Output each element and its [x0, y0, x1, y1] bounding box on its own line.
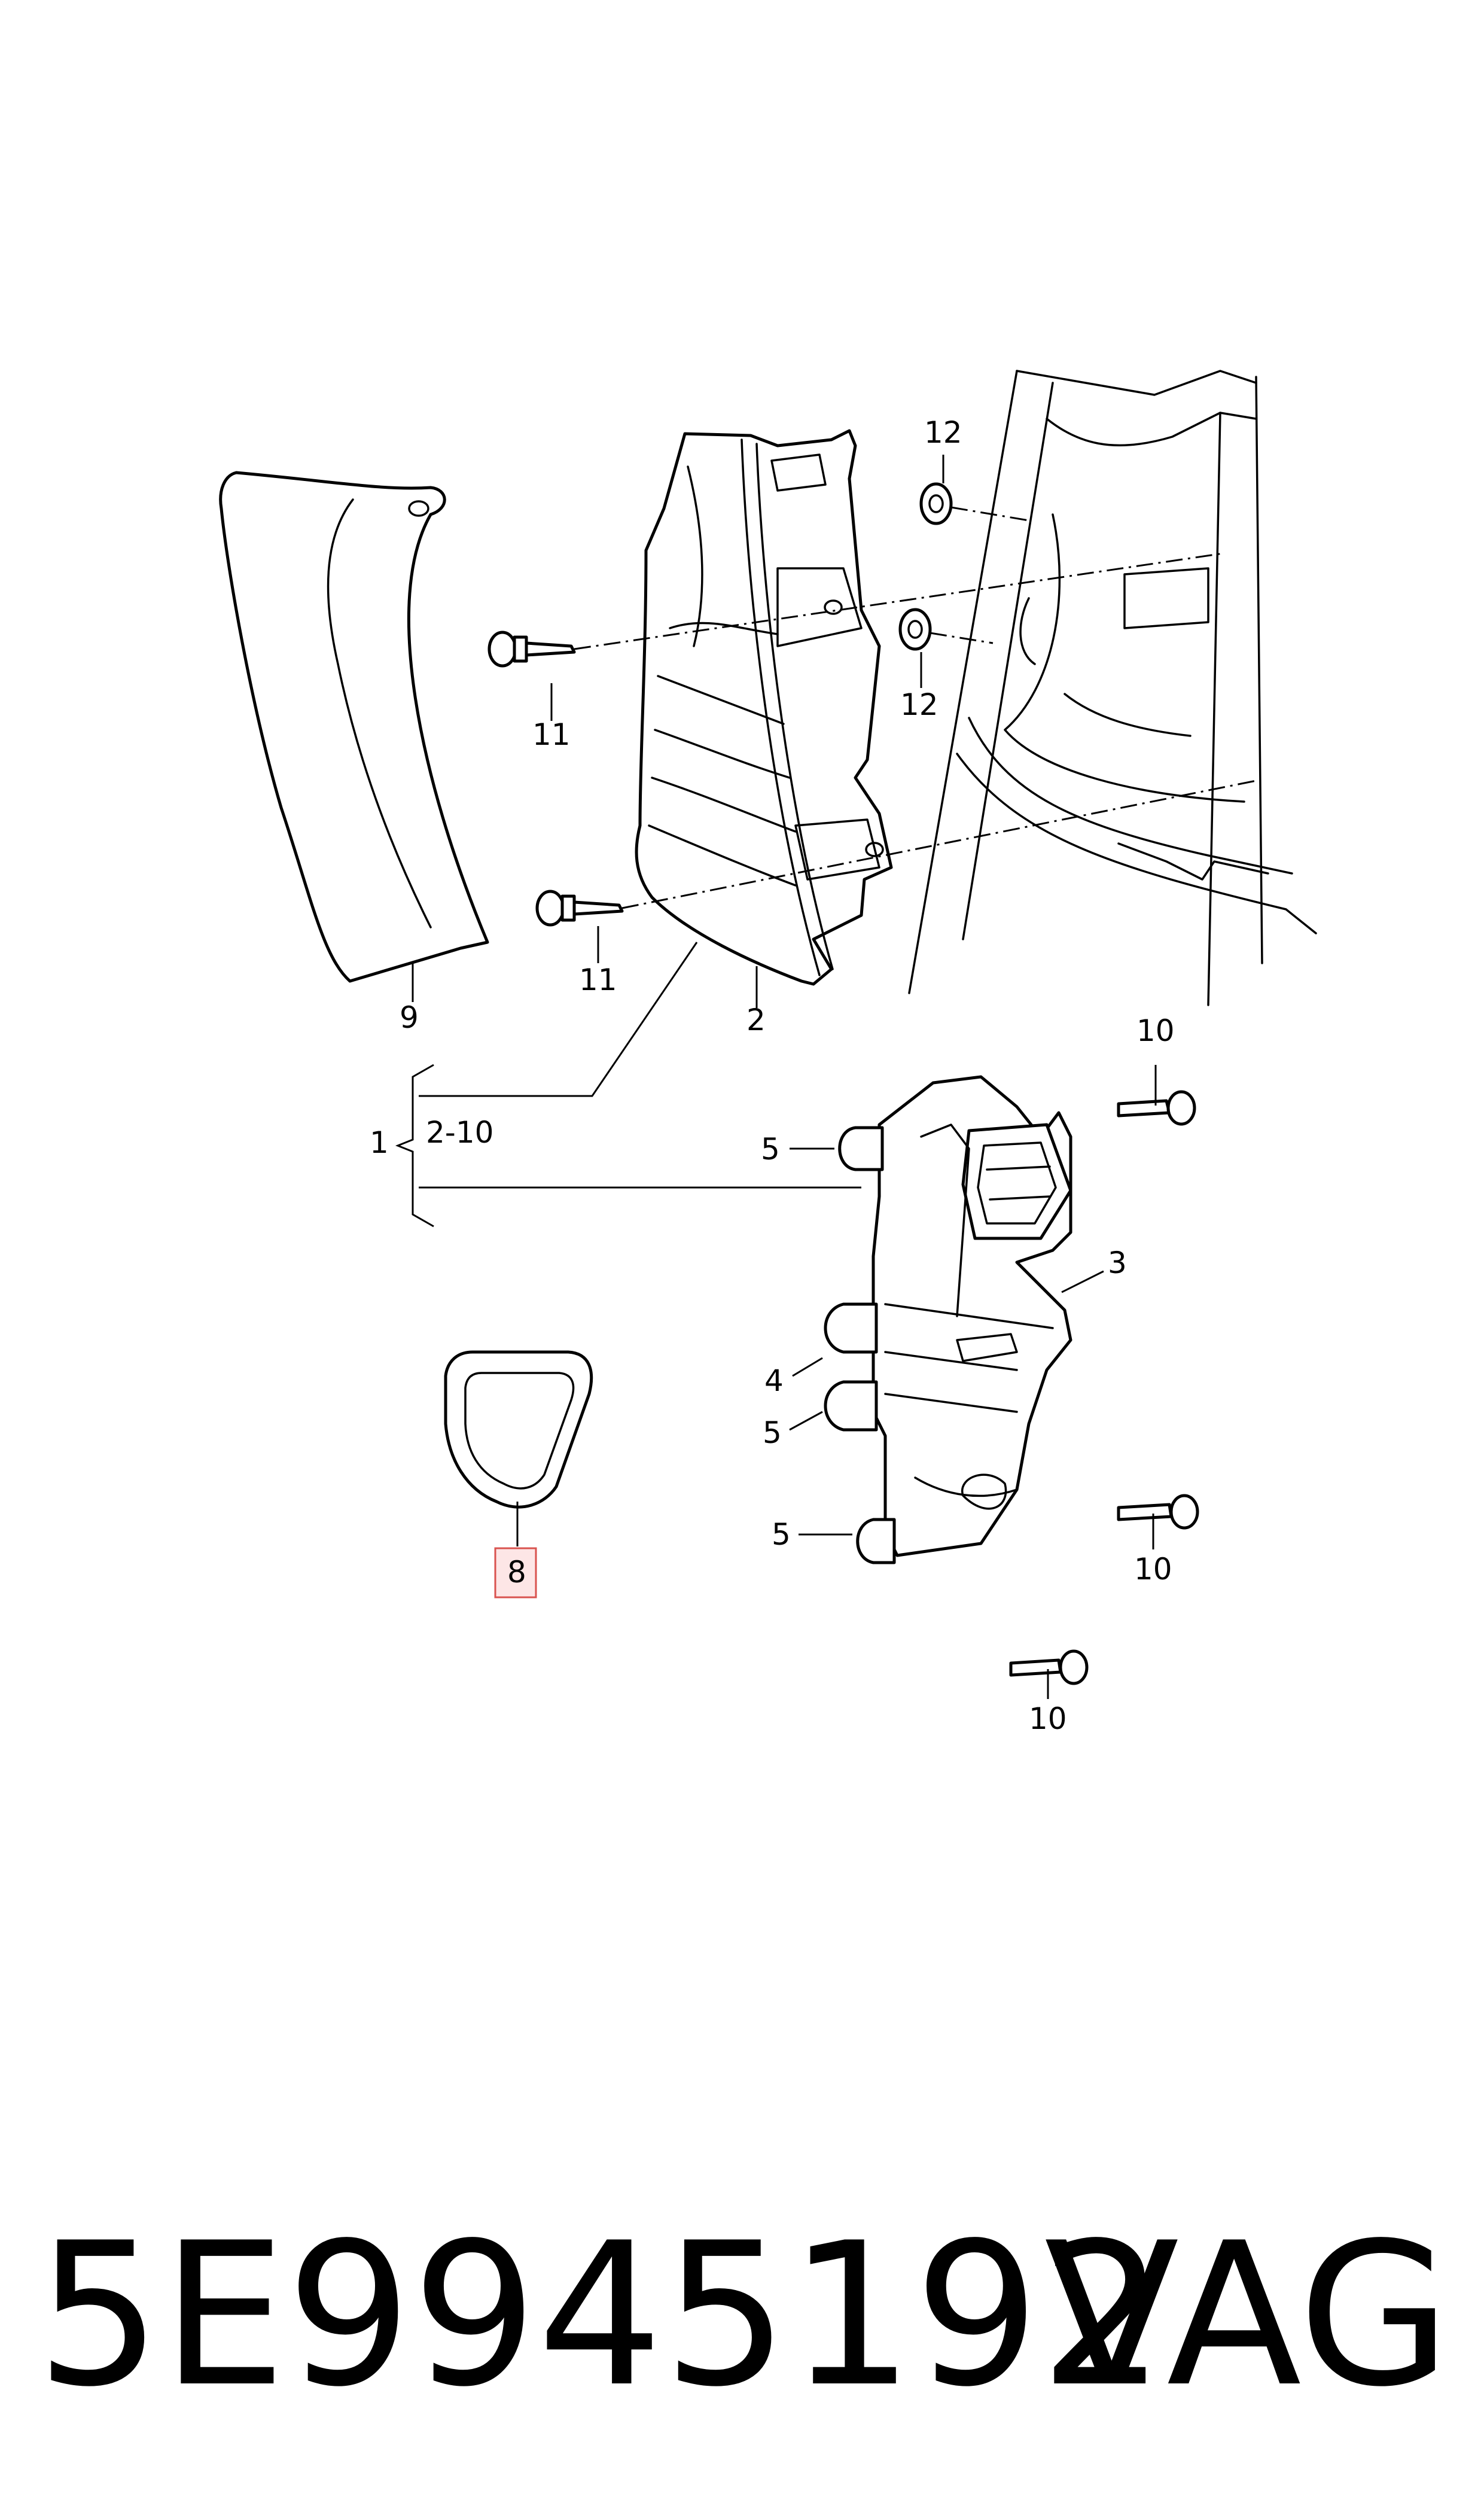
- bulb-5-top: [838, 1126, 884, 1171]
- callout-3: 3: [1108, 1246, 1127, 1280]
- screw-11-bottom: [535, 890, 624, 927]
- screw-11-top: [487, 631, 576, 668]
- leader-lines: [395, 455, 1157, 1699]
- callout-4: 4: [764, 1363, 784, 1398]
- callout-labels: 1 2-10 2 3 4 5 5 5 8 9 10 10 10 11 11 12…: [370, 415, 1175, 1736]
- bulb-4: [824, 1302, 878, 1354]
- part-number-text: 5E9945192: [36, 2200, 1166, 2430]
- callout-10-bottom: 10: [1029, 1701, 1067, 1736]
- bulb-5-middle: [824, 1380, 878, 1432]
- part-9-trim-panel: [219, 471, 489, 983]
- callout-11-bottom: 11: [579, 963, 617, 997]
- brand-text: VAG: [1044, 2200, 1451, 2430]
- callout-11-top: 11: [532, 717, 571, 752]
- callout-12-top: 12: [924, 415, 962, 450]
- callout-5-top: 5: [761, 1132, 780, 1167]
- callout-10-top: 10: [1136, 1013, 1175, 1048]
- vehicle-body-panel: [908, 370, 1317, 1006]
- callout-5-middle: 5: [763, 1415, 782, 1450]
- callout-9: 9: [400, 1000, 419, 1035]
- screw-10-top: [1117, 1090, 1196, 1126]
- nut-12-bottom: [898, 608, 932, 651]
- callout-8: 8: [507, 1555, 526, 1590]
- callout-10-middle: 10: [1134, 1552, 1172, 1587]
- part-3-bulb-carrier: [871, 1075, 1072, 1557]
- callout-2: 2: [746, 1003, 766, 1037]
- callout-2-10: 2-10: [426, 1115, 493, 1150]
- part-8-seal: [444, 1350, 593, 1509]
- bulb-5-bottom: [856, 1518, 896, 1564]
- screw-10-middle: [1117, 1494, 1199, 1530]
- callout-1: 1: [370, 1125, 389, 1160]
- exploded-parts-diagram: 1 2-10 2 3 4 5 5 5 8 9 10 10 10 11 11 12…: [219, 370, 1317, 1736]
- highlight-box-8: [494, 1547, 537, 1599]
- callout-5-bottom: 5: [772, 1517, 791, 1552]
- nut-12-top: [919, 482, 953, 525]
- part-2-tail-light-housing: [635, 429, 893, 986]
- assembly-lines: [574, 506, 1257, 909]
- callout-12-bottom: 12: [900, 687, 938, 722]
